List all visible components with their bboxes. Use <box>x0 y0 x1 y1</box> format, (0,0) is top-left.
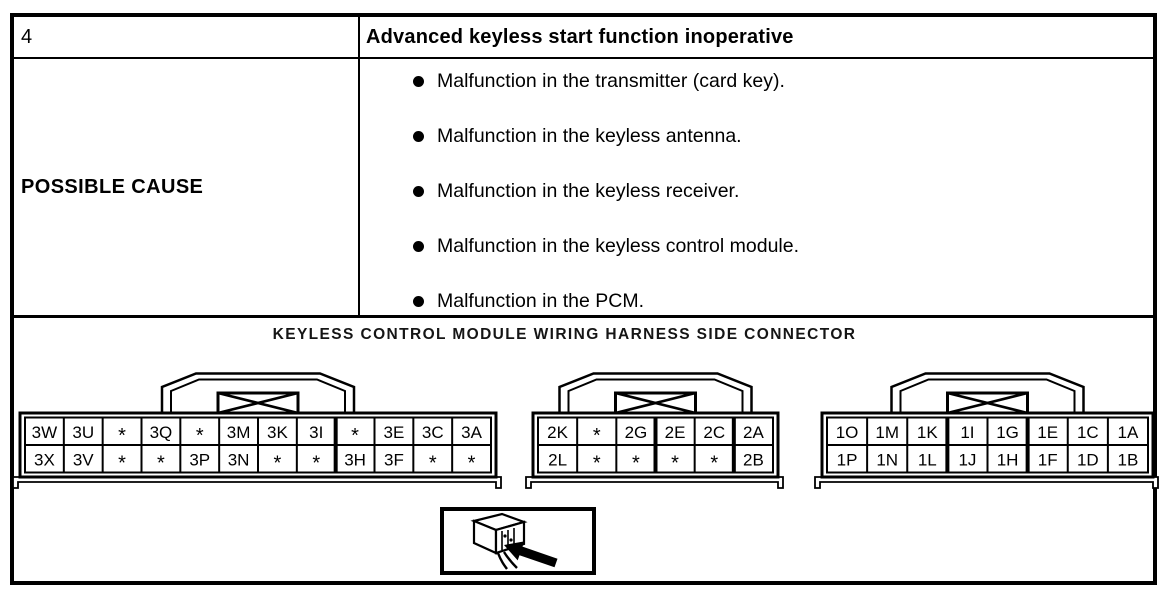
pin-label: 1K <box>917 423 938 442</box>
pin-label: 1A <box>1118 423 1139 442</box>
arrow-icon <box>504 541 558 568</box>
cause-list-cell: Malfunction in the transmitter (card key… <box>360 59 1153 315</box>
pin-unused: * <box>312 452 320 474</box>
pin-label: 3M <box>227 423 251 442</box>
pin-label: 3I <box>309 423 323 442</box>
pin-label: 3E <box>384 423 405 442</box>
pin-unused: * <box>593 452 601 474</box>
pin-unused: * <box>710 452 718 474</box>
pin-label: 2C <box>703 423 725 442</box>
cause-list: Malfunction in the transmitter (card key… <box>360 59 799 329</box>
cause-item: Malfunction in the transmitter (card key… <box>413 54 799 109</box>
pin-unused: * <box>468 452 476 474</box>
bullet-icon <box>413 296 424 307</box>
connector-rear-view-icon <box>470 512 558 570</box>
wire-line <box>496 552 508 570</box>
pin-label: 1L <box>918 450 937 469</box>
pin-unused: * <box>118 425 126 447</box>
pin-label: 1J <box>958 450 976 469</box>
pin-label: 1N <box>876 450 898 469</box>
pin-label: 1B <box>1118 450 1139 469</box>
pin-label: 2K <box>547 423 568 442</box>
possible-cause-row: POSSIBLE CAUSE Malfunction in the transm… <box>14 59 1153 318</box>
pin-label: 1D <box>1077 450 1099 469</box>
pin-unused: * <box>274 452 282 474</box>
pin-label: 3N <box>228 450 250 469</box>
cause-text: Malfunction in the keyless receiver. <box>437 180 740 202</box>
pin-label: 1I <box>960 423 974 442</box>
bullet-icon <box>413 76 424 87</box>
pin-unused: * <box>351 425 359 447</box>
pin-label: 1E <box>1037 423 1058 442</box>
cause-text: Malfunction in the keyless antenna. <box>437 125 742 147</box>
pin-unused: * <box>632 452 640 474</box>
symptom-cell: Advanced keyless start function inoperat… <box>360 17 1153 57</box>
cause-text: Malfunction in the transmitter (card key… <box>437 70 785 92</box>
pin-label: 1C <box>1077 423 1099 442</box>
page-frame: 4 Advanced keyless start function inoper… <box>10 13 1159 585</box>
pin-label: 1F <box>1038 450 1058 469</box>
cause-item: Malfunction in the PCM. <box>413 274 799 329</box>
bullet-icon <box>413 131 424 142</box>
pin-label: 3Q <box>150 423 173 442</box>
cause-text: Malfunction in the keyless control modul… <box>437 235 800 257</box>
connector-1: 1O 1M 1K 1I 1G 1E 1C 1A 1P 1N 1L 1J 1H 1F 1D 1B <box>814 372 1159 489</box>
pin-label: 3U <box>72 423 94 442</box>
pin-label: 2B <box>743 450 764 469</box>
bullet-icon <box>413 241 424 252</box>
pin-label: 1H <box>997 450 1019 469</box>
item-number: 4 <box>21 25 33 48</box>
pin-unused: * <box>671 452 679 474</box>
cause-text: Malfunction in the PCM. <box>437 290 645 312</box>
pin-label: 3C <box>422 423 444 442</box>
pin-unused: * <box>157 452 165 474</box>
pin-label: 3X <box>34 450 55 469</box>
pin-label: 1P <box>837 450 858 469</box>
pin-label: 3P <box>189 450 210 469</box>
bullet-icon <box>413 186 424 197</box>
pin-unused: * <box>429 452 437 474</box>
pin-label: 3A <box>461 423 482 442</box>
pin-label: 3H <box>344 450 366 469</box>
connector-view-icon-box <box>440 507 596 575</box>
cause-item: Malfunction in the keyless control modul… <box>413 219 799 274</box>
diagram-title: KEYLESS CONTROL MODULE WIRING HARNESS SI… <box>272 326 857 343</box>
pin-label: 3W <box>32 423 58 442</box>
pin-label: 2G <box>625 423 648 442</box>
cause-item: Malfunction in the keyless antenna. <box>413 109 799 164</box>
connector-3: 3W 3U * 3Q * 3M 3K 3I * 3E 3C 3A 3X 3V * * 3P 3N * * 3H 3F * * <box>12 372 502 489</box>
possible-cause-cell: POSSIBLE CAUSE <box>14 59 360 315</box>
pin-unused: * <box>196 425 204 447</box>
fault-table-header-row: 4 Advanced keyless start function inoper… <box>14 17 1153 59</box>
wire-line <box>502 551 518 569</box>
pin-label: 1O <box>836 423 859 442</box>
pin-unused: * <box>593 425 601 447</box>
pin-label: 3K <box>267 423 288 442</box>
pin-unused: * <box>118 452 126 474</box>
symptom-text: Advanced keyless start function inoperat… <box>366 25 794 48</box>
item-number-cell: 4 <box>14 17 360 57</box>
pin-label: 2A <box>743 423 764 442</box>
cause-item: Malfunction in the keyless receiver. <box>413 164 799 219</box>
pin-label: 1M <box>875 423 899 442</box>
pin-label: 1G <box>996 423 1019 442</box>
possible-cause-label: POSSIBLE CAUSE <box>21 175 204 198</box>
connector-diagram: KEYLESS CONTROL MODULE WIRING HARNESS SI… <box>12 326 1159 585</box>
pin-label: 3F <box>384 450 404 469</box>
pin-label: 2L <box>548 450 567 469</box>
pin-label: 2E <box>665 423 686 442</box>
connector-2: 2K * 2G 2E 2C 2A 2L * * * * 2B <box>525 372 784 489</box>
pin-label: 3V <box>73 450 94 469</box>
